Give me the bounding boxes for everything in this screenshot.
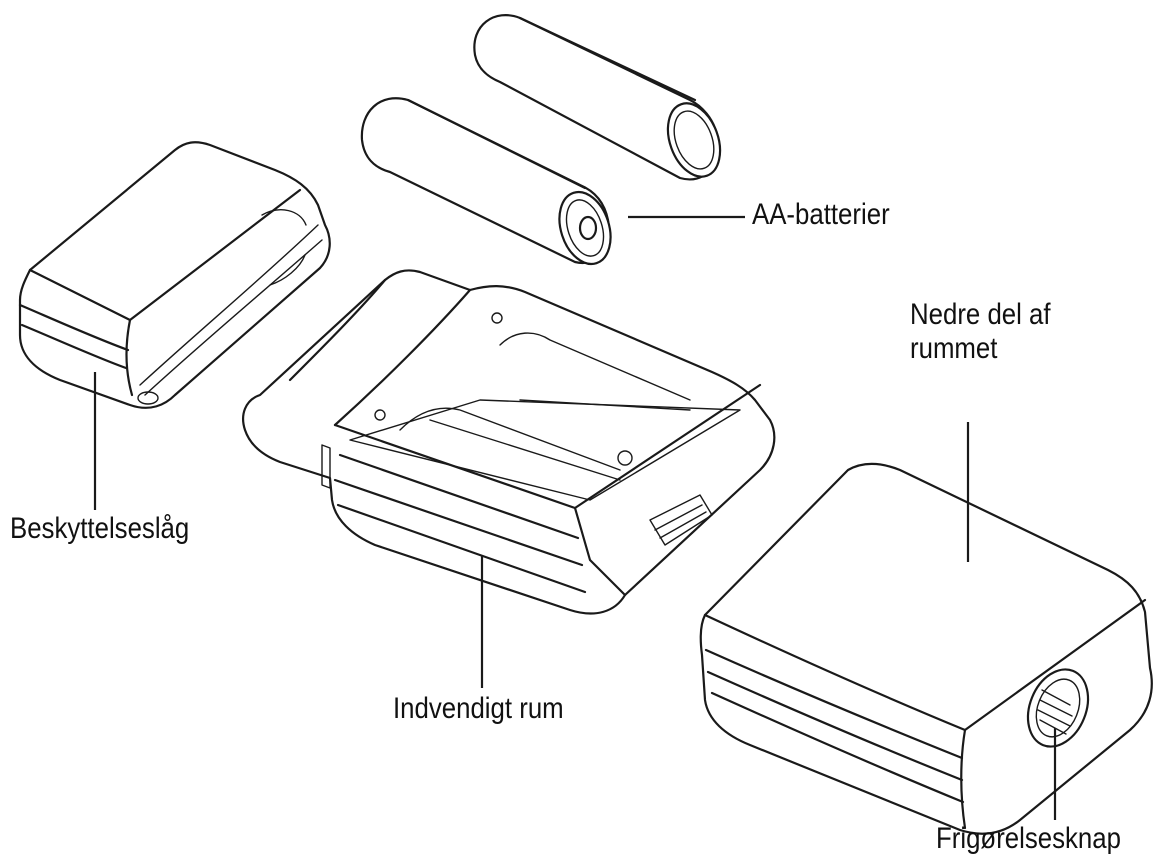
label-lower-part: Nedre del af rummet [910, 298, 1051, 365]
protective-cover [18, 141, 331, 409]
label-inner-compartment: Indvendigt rum [393, 692, 564, 725]
inner-compartment [242, 269, 776, 615]
label-aa-batteries: AA-batterier [752, 198, 890, 231]
label-release-button: Frigørelsesknap [936, 822, 1121, 855]
aa-battery-front [360, 97, 612, 266]
aa-battery-back [473, 14, 722, 181]
lower-compartment [699, 462, 1153, 835]
label-protective-cover: Beskyttelseslåg [10, 512, 190, 545]
